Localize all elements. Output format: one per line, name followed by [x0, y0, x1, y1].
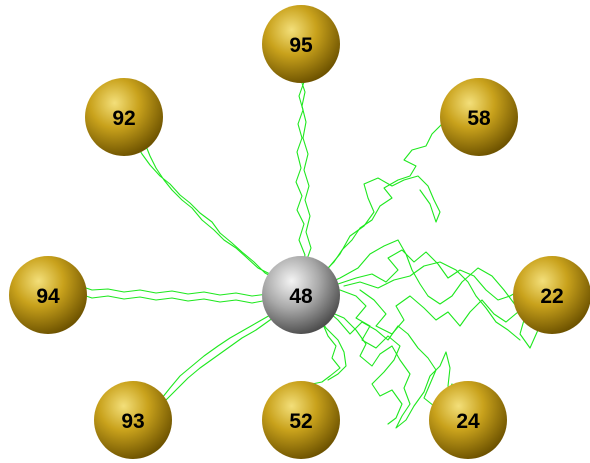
node-label-92: 92 — [112, 107, 135, 130]
path-to-22 — [299, 249, 549, 301]
node-sphere — [262, 381, 340, 459]
node-label-24: 24 — [456, 410, 480, 433]
path-to-24b — [303, 299, 453, 407]
center-node-sphere — [262, 256, 340, 334]
path-to-22c — [359, 289, 529, 335]
path-to-92b — [145, 123, 299, 291]
path-to-58b — [303, 175, 441, 291]
node-sphere — [513, 256, 590, 334]
center-node-label: 48 — [289, 285, 313, 308]
node-label-58: 58 — [467, 107, 491, 130]
node-label-94: 94 — [36, 285, 60, 308]
node-label-22: 22 — [540, 285, 563, 308]
path-to-95b — [292, 55, 312, 291]
node-sphere — [440, 78, 518, 156]
node-label-52: 52 — [289, 410, 312, 433]
path-wander-2 — [343, 261, 521, 341]
path-to-24 — [299, 295, 459, 429]
node-sphere — [9, 256, 87, 334]
node-sphere — [429, 381, 507, 459]
node-label-95: 95 — [289, 34, 313, 57]
path-wander-1 — [339, 289, 403, 425]
node-label-93: 93 — [121, 410, 144, 433]
node-spheres — [9, 5, 590, 459]
node-sphere — [94, 381, 172, 459]
node-labels: 48 95 92 58 94 22 93 52 24 — [36, 34, 563, 433]
node-sphere — [85, 78, 163, 156]
node-sphere — [262, 5, 340, 83]
path-to-22b — [303, 239, 545, 349]
